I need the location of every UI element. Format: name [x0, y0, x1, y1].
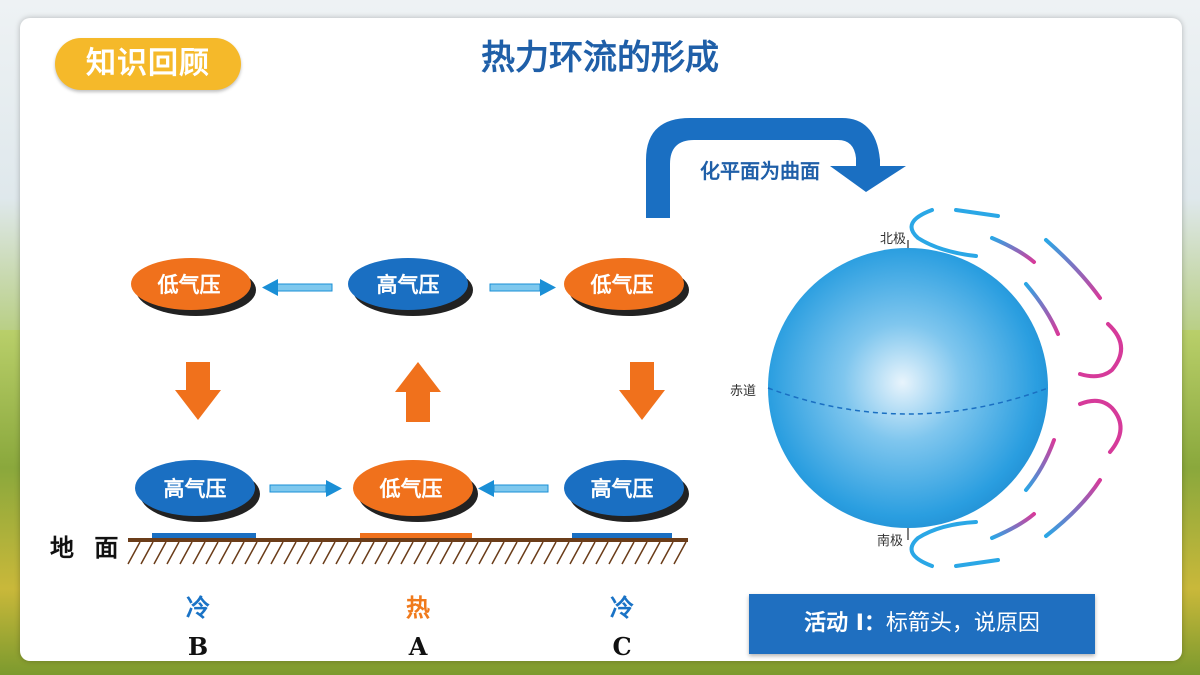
globe [767, 240, 1049, 540]
activity-box: 活动 I：标箭头，说原因 [749, 594, 1095, 654]
lower-high-right [564, 460, 689, 522]
page-title: 热力环流的形成 [481, 38, 719, 78]
curve-arrow [646, 118, 906, 218]
equator-label: 赤道 [730, 384, 757, 399]
lower-low-center-label: 低气压 [379, 477, 443, 501]
lower-high-left-label: 高气压 [164, 477, 227, 501]
ground-surface [127, 533, 688, 565]
lower-low-center [353, 460, 478, 522]
arrow-upper-right [489, 279, 556, 296]
upper-low-left [131, 258, 256, 316]
north-pole-label: 北极 [880, 232, 907, 247]
temp-cold-right: 冷 [610, 594, 634, 622]
arrow-down-left [175, 362, 221, 420]
lower-high-left [135, 460, 260, 522]
position-c: C [612, 632, 632, 661]
position-a: A [408, 632, 428, 661]
activity-text: 标箭头，说原因 [885, 611, 1040, 636]
arrow-lower-left [269, 480, 342, 497]
upper-high-center [348, 258, 473, 316]
curve-label: 化平面为曲面 [700, 159, 820, 183]
activity-prefix: 活动 I： [804, 611, 886, 636]
arrow-up-center [395, 362, 441, 422]
temp-hot-center: 热 [406, 594, 430, 622]
arrow-lower-right [478, 480, 549, 497]
arrow-upper-left [262, 279, 333, 296]
temp-cold-left: 冷 [186, 594, 210, 622]
lower-high-right-label: 高气压 [591, 477, 654, 501]
upper-low-left-label: 低气压 [157, 273, 221, 297]
upper-low-right [564, 258, 689, 316]
arrow-down-right [619, 362, 665, 420]
upper-low-right-label: 低气压 [590, 273, 654, 297]
position-b: B [187, 632, 209, 661]
review-badge: 知识回顾 [55, 38, 241, 90]
circulation-arcs [909, 208, 1123, 568]
upper-high-center-label: 高气压 [377, 273, 440, 297]
ground-label: 地 面 [50, 534, 125, 562]
south-pole-label: 南极 [877, 534, 904, 549]
